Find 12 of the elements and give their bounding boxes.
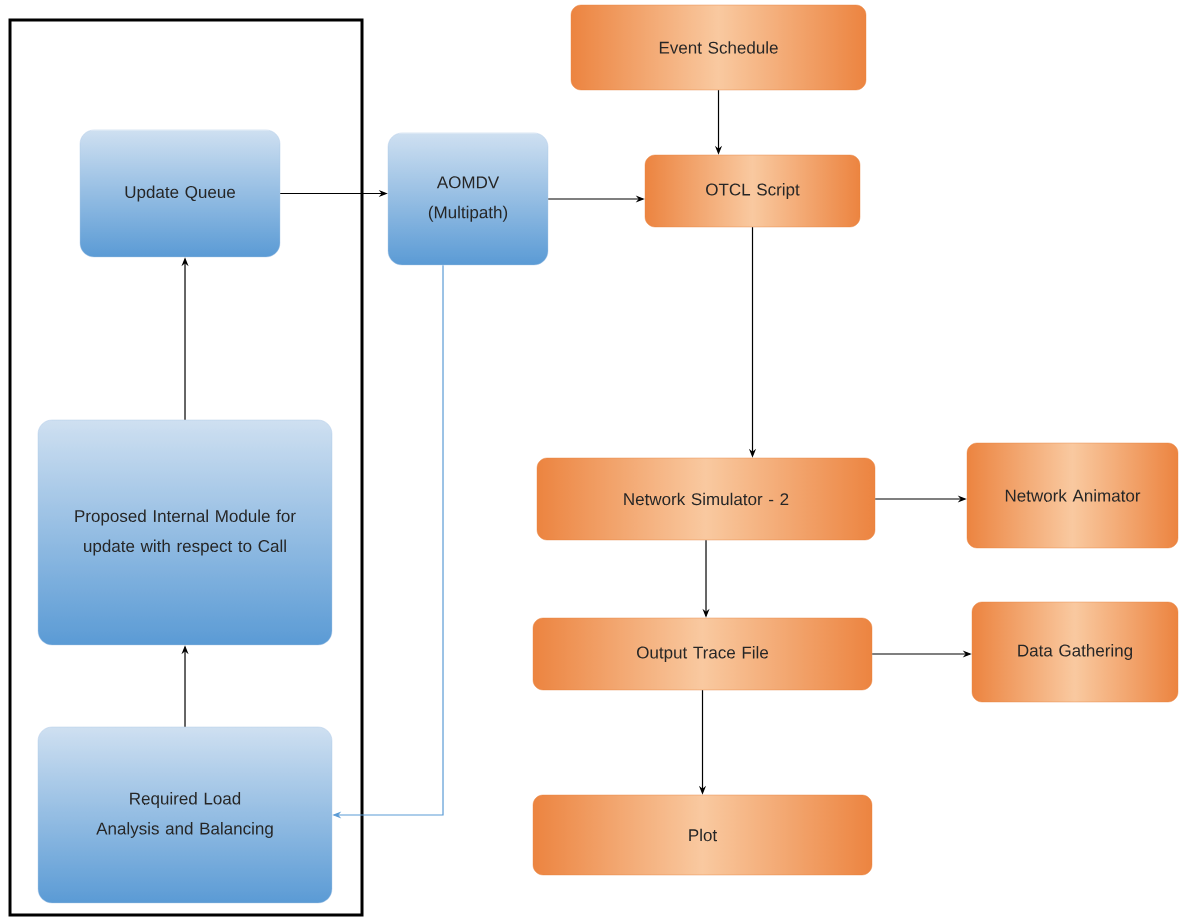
process-box: Update Queue — [79, 129, 281, 258]
process-box: Required Load Analysis and Balancing — [37, 726, 333, 904]
process-box: Proposed Internal Module for update with respect to Call — [37, 419, 333, 646]
process-box: Event Schedule — [570, 4, 867, 91]
process-box: AOMDV (Multipath) — [387, 132, 549, 266]
process-box: OTCL Script — [644, 154, 861, 228]
process-box: Plot — [532, 794, 873, 876]
process-box: Network Simulator - 2 — [536, 457, 876, 541]
frame-box — [8, 18, 364, 917]
process-box: Network Animator — [966, 442, 1179, 549]
process-box: Output Trace File — [532, 617, 873, 691]
process-box: Data Gathering — [971, 601, 1179, 703]
